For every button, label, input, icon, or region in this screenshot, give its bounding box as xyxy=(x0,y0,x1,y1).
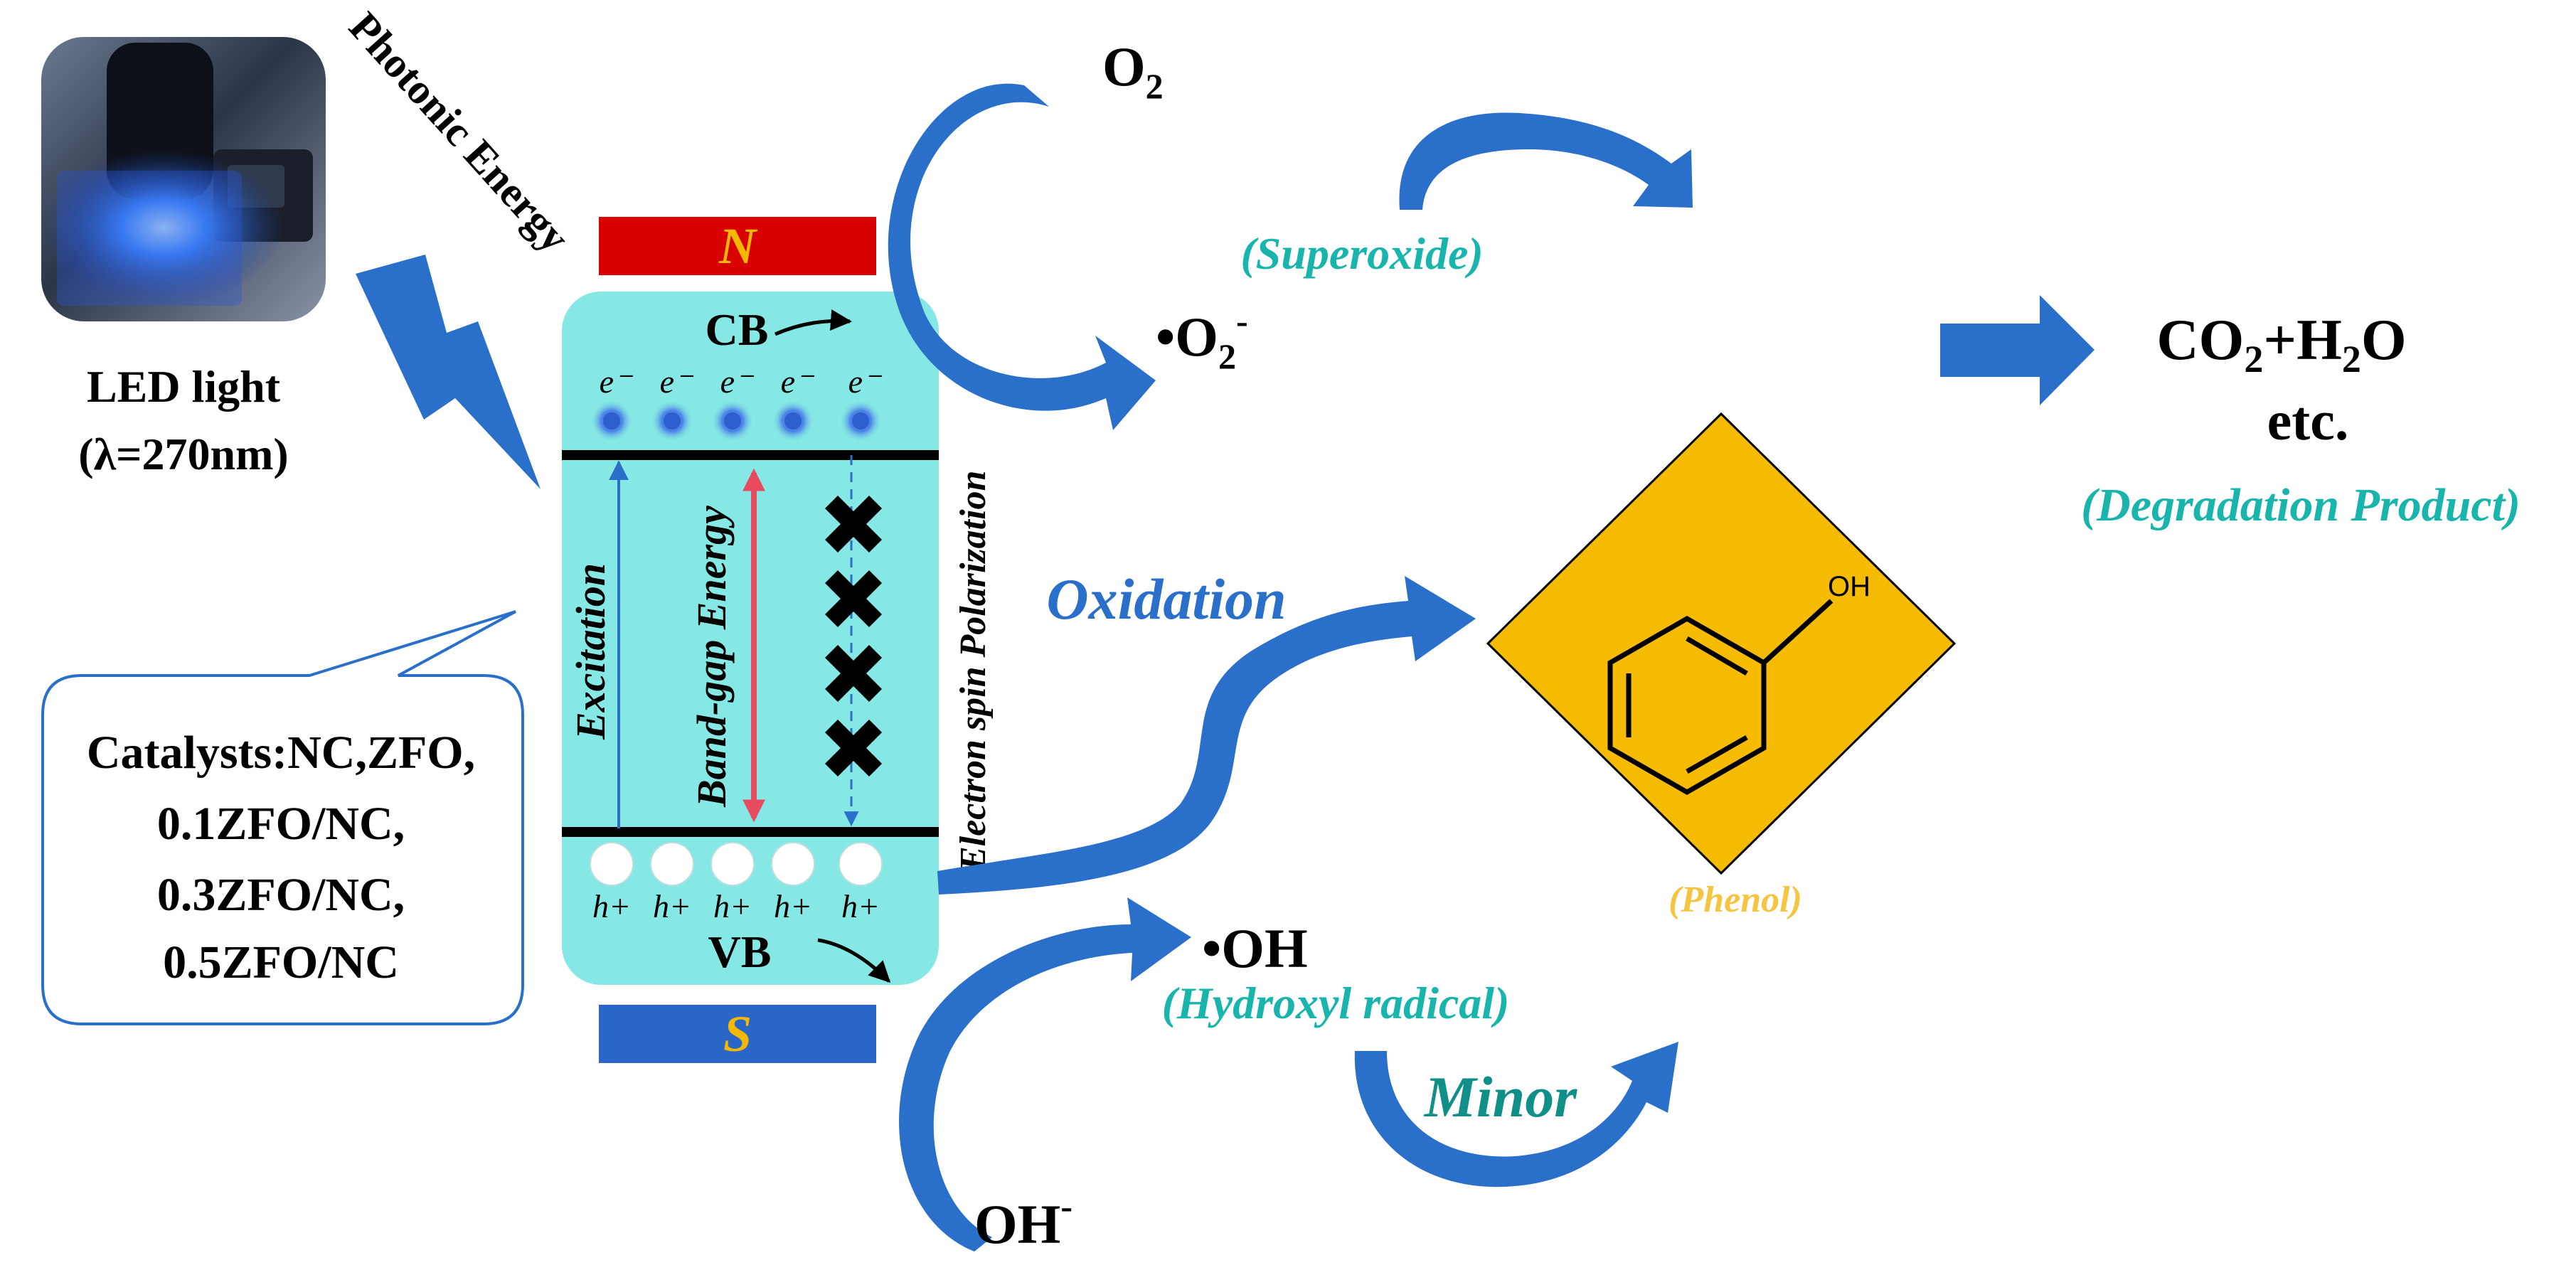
hole-label: h+ xyxy=(592,888,631,924)
minor-label: Minor xyxy=(1423,1064,1577,1129)
electron-label: e⁻ xyxy=(720,363,755,400)
led-photo-icon xyxy=(41,37,326,321)
hole-circle xyxy=(839,842,883,886)
cb-arrow xyxy=(774,309,852,336)
o2-curved-arrow xyxy=(888,83,1156,430)
electron-row: e⁻ e⁻ e⁻ e⁻ e⁻ xyxy=(590,363,883,442)
superoxide-label: (Superoxide) xyxy=(1240,228,1483,279)
hole-label: h+ xyxy=(841,888,880,924)
s-bar xyxy=(599,1005,876,1063)
electron-dot xyxy=(852,412,869,429)
superoxide-radical-label: •O2- xyxy=(1156,301,1248,376)
phenol-label: (Phenol) xyxy=(1668,880,1802,920)
electron-dot xyxy=(603,412,620,429)
cb-label: CB xyxy=(706,304,769,355)
catalysts-line-1: Catalysts:NC,ZFO, xyxy=(87,727,475,779)
catalysts-line-2: 0.1ZFO/NC, xyxy=(157,798,405,850)
lightning-bolt-icon xyxy=(356,255,541,489)
catalysts-bubble xyxy=(41,610,524,1025)
o2-label: O2 xyxy=(1102,36,1164,106)
oh-minus-label: OH- xyxy=(974,1186,1073,1255)
bandgap-label: Band-gap Energy xyxy=(688,506,735,808)
electron-label: e⁻ xyxy=(781,363,815,400)
hole-label: h+ xyxy=(713,888,752,924)
product-etc: etc. xyxy=(2267,390,2349,452)
cross-mark-icon xyxy=(825,496,882,776)
degradation-label: (Degradation Product) xyxy=(2081,479,2521,531)
electron-label: e⁻ xyxy=(600,363,634,400)
phenol-molecule-icon xyxy=(1607,599,1833,796)
phenol-oh-label: OH xyxy=(1828,571,1870,602)
oxidation-curved-arrow xyxy=(937,576,1476,895)
oh-curved-arrow xyxy=(899,897,1191,1251)
top-curved-arrow xyxy=(1399,112,1693,210)
spin-polarization-label: Electron spin Polarization xyxy=(953,471,994,872)
electron-dot xyxy=(664,412,681,429)
minor-curved-arrow xyxy=(1354,1042,1678,1187)
electron-label: e⁻ xyxy=(660,363,694,400)
led-label: LED light xyxy=(87,361,281,412)
phenol-diamond xyxy=(1486,412,1957,875)
catalysts-line-3: 0.3ZFO/NC, xyxy=(157,869,405,921)
wavelength-label: (λ=270nm) xyxy=(78,429,288,479)
vb-label: VB xyxy=(708,927,772,977)
electron-label: e⁻ xyxy=(848,363,883,400)
n-label: N xyxy=(718,218,758,274)
catalysts-line-4: 0.5ZFO/NC xyxy=(163,936,399,988)
excitation-label: Excitation xyxy=(568,563,614,740)
electron-dot xyxy=(724,412,741,429)
product-arrow xyxy=(1940,295,2095,405)
hydroxyl-label: (Hydroxyl radical) xyxy=(1162,978,1510,1028)
s-label: S xyxy=(723,1005,752,1062)
hole-circle xyxy=(590,842,634,886)
vb-arrow xyxy=(817,938,891,983)
hole-row: h+ h+ h+ h+ h+ xyxy=(590,842,883,924)
electron-dot xyxy=(784,412,802,429)
oxidation-label: Oxidation xyxy=(1046,567,1286,631)
hole-label: h+ xyxy=(653,888,691,924)
hole-circle xyxy=(650,842,694,886)
product-formula: CO2+H2O xyxy=(2156,307,2406,380)
photonic-energy-label: Photonic Energy xyxy=(340,4,579,261)
hydroxyl-radical-label: •OH xyxy=(1202,917,1308,979)
hole-label: h+ xyxy=(774,888,812,924)
hole-circle xyxy=(771,842,815,886)
hole-circle xyxy=(710,842,755,886)
n-bar xyxy=(599,217,876,275)
